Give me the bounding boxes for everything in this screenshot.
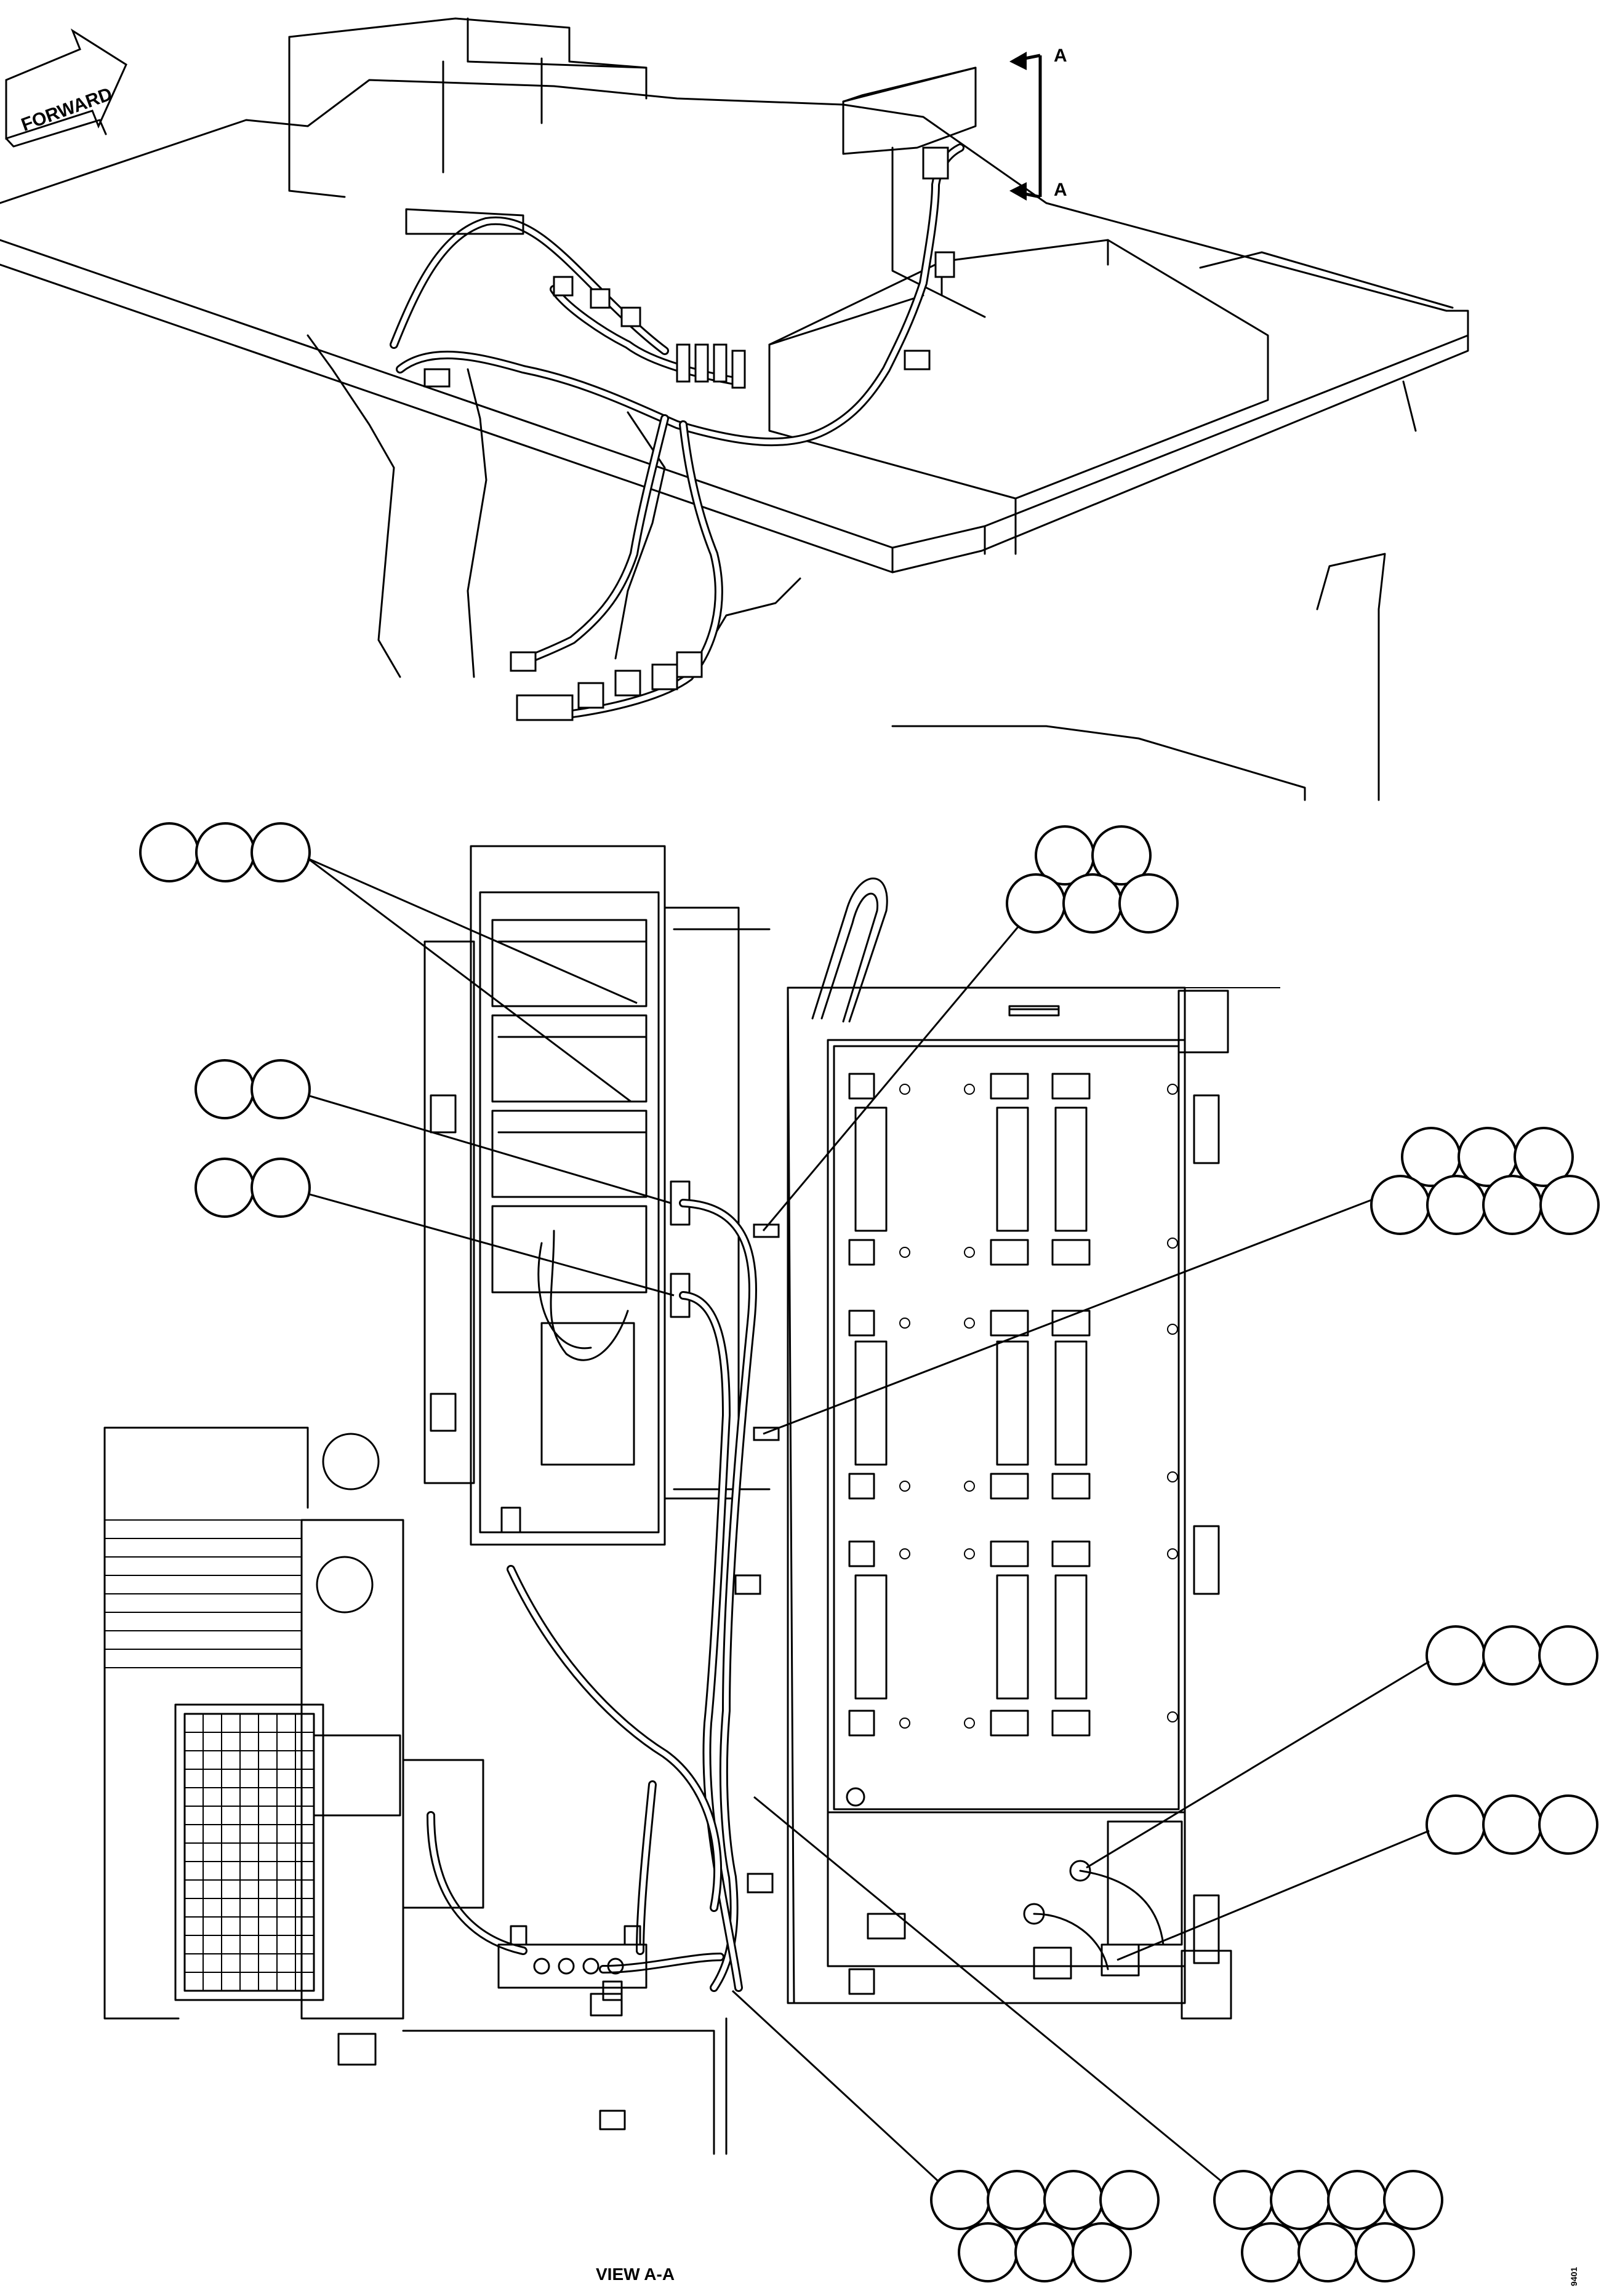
callout-group-1 xyxy=(139,822,638,1103)
lift-handle xyxy=(811,878,888,1023)
callout-group-5 xyxy=(763,1127,1600,1435)
callout-group-4 xyxy=(194,1158,675,1297)
sheet-code: 9401 xyxy=(1569,2267,1579,2286)
grille-cabinet xyxy=(103,1426,728,2155)
power-cables xyxy=(427,1199,780,1992)
isometric-view: FORWARD A A xyxy=(0,17,1469,801)
grille-mesh xyxy=(185,1714,314,1991)
cable-harness xyxy=(390,143,964,721)
callouts xyxy=(139,822,1600,2282)
view-title: VIEW A-A xyxy=(596,2265,675,2284)
platform-deck xyxy=(0,17,1469,801)
junction-box xyxy=(423,845,771,1546)
terminal-block xyxy=(497,1925,648,2017)
callout-group-2 xyxy=(762,825,1179,1231)
callout-group-7 xyxy=(1117,1794,1598,1961)
cabinet-fastener-dots xyxy=(899,1084,1178,1729)
callout-group-8 xyxy=(731,1990,1160,2282)
callout-group-3 xyxy=(194,1059,672,1204)
section-mark-a-a: A A xyxy=(1009,46,1067,201)
section-mark-top: A xyxy=(1054,46,1067,66)
view-a-a: VIEW A-A 9401 xyxy=(103,822,1600,2286)
forward-arrow: FORWARD xyxy=(5,28,127,148)
callout-group-9 xyxy=(753,1796,1443,2282)
cabinet-right xyxy=(787,986,1280,2020)
callout-group-6 xyxy=(1086,1625,1598,1869)
cabinet-panel-cutouts xyxy=(848,1073,1091,1737)
section-mark-bottom: A xyxy=(1054,180,1067,200)
